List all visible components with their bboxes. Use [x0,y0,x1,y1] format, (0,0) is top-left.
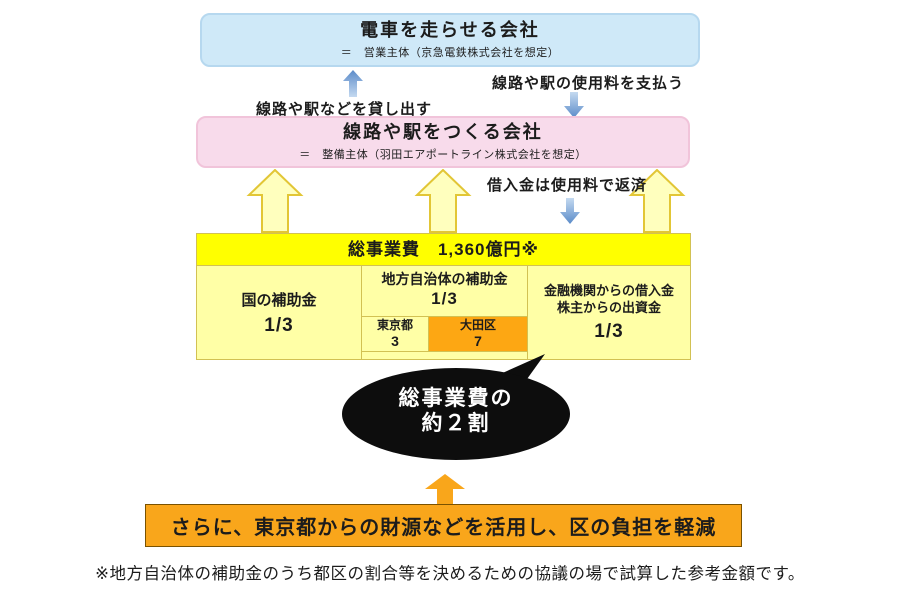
pay-fee-down-arrow-icon [564,92,584,118]
loans-label: 金融機関からの借入金 [543,282,674,298]
tokyo-share-label: 東京都 [376,318,413,333]
cost-table-body: 国の補助金 1/3 地方自治体の補助金 1/3 東京都 3 大田区 7 [197,266,690,360]
ota-share-value: 7 [474,332,482,349]
callout-line2: 約２割 [421,412,491,436]
builder-company-title: 線路や駅をつくる会社 [343,121,543,142]
relief-up-arrow-icon [425,474,465,505]
local-gov-subsidy-label: 地方自治体の補助金 [381,271,508,287]
lend-label: 線路や駅などを貸し出す [256,101,433,118]
repay-down-arrow-icon [560,198,580,224]
callout-line1: 総事業費の [398,387,514,410]
local-gov-subsidy-fraction: 1/3 [431,289,458,308]
local-gov-split-row: 東京都 3 大田区 7 [361,316,527,352]
national-subsidy-cell: 国の補助金 1/3 [197,266,362,360]
funding-up-arrow-right-icon [628,169,686,233]
loans-equity-fraction: 1/3 [594,321,624,343]
equity-label: 株主からの出資金 [556,300,661,315]
total-cost-header: 総事業費 1,360億円※ [197,234,690,266]
burden-relief-text: さらに、東京都からの財源などを活用し、区の負担を軽減 [170,517,717,539]
funding-up-arrow-middle-icon [414,169,472,233]
funding-up-arrow-left-icon [246,169,304,233]
pay-fee-label: 線路や駅の使用料を支払う [492,75,685,92]
ota-share-cell: 大田区 7 [429,317,527,351]
tokyo-share-value: 3 [391,332,399,349]
operator-company-box: 電車を走らせる会社 ＝ 営業主体（京急電鉄株式会社を想定） [200,13,700,67]
builder-company-subtitle: ＝ 整備主体（羽田エアポートライン株式会社を想定） [299,149,587,162]
operator-company-subtitle: ＝ 営業主体（京急電鉄株式会社を想定） [340,47,560,60]
operator-company-title: 電車を走らせる会社 [360,19,540,40]
cost-share-callout-bubble [342,354,570,460]
footnote: ※地方自治体の補助金のうち都区の割合等を決めるための協議の場で試算した参考金額で… [95,565,805,583]
builder-company-box: 線路や駅をつくる会社 ＝ 整備主体（羽田エアポートライン株式会社を想定） [196,116,690,168]
cost-share-callout-text: 総事業費の 約２割 [346,386,566,436]
repay-label: 借入金は使用料で返済 [487,177,648,194]
national-subsidy-fraction: 1/3 [264,315,294,336]
ota-share-label: 大田区 [459,318,496,333]
local-gov-subsidy-cell: 地方自治体の補助金 1/3 東京都 3 大田区 7 [361,266,528,360]
loans-equity-cell: 金融機関からの借入金 株主からの出資金 1/3 [528,266,690,360]
lend-up-arrow-icon [343,70,363,97]
tokyo-share-cell: 東京都 3 [362,317,429,351]
project-cost-table: 総事業費 1,360億円※ 国の補助金 1/3 地方自治体の補助金 1/3 東京… [196,233,691,360]
burden-relief-banner: さらに、東京都からの財源などを活用し、区の負担を軽減 [145,504,742,547]
national-subsidy-label: 国の補助金 [241,292,317,309]
